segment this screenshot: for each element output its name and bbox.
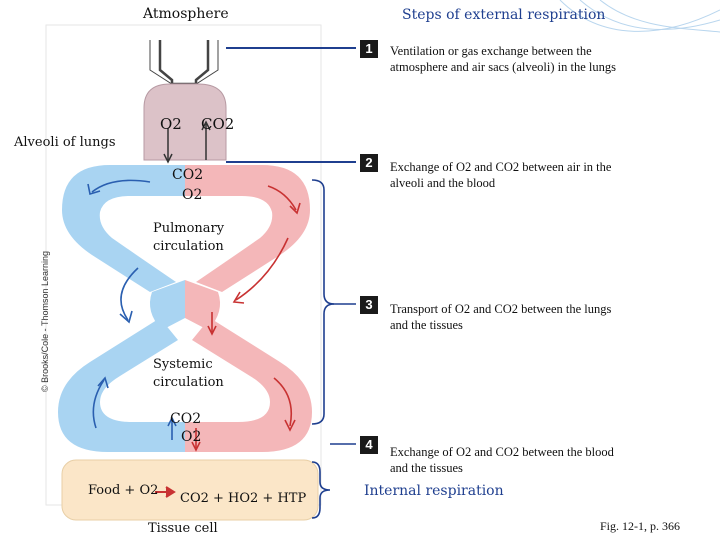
o2-top-label: O2 <box>160 115 182 133</box>
pulmonary-circulation-label: circulation <box>153 239 224 254</box>
credit-label: © Brooks/Cole - Thomson Learning <box>40 250 50 392</box>
step-1-number: 1 <box>360 40 378 58</box>
tissue-cell <box>61 459 319 521</box>
o2-lung-label: O2 <box>182 187 203 203</box>
co2-top-label: CO2 <box>201 115 235 133</box>
o2-tissue-label: O2 <box>181 429 202 445</box>
systemic-pink-path <box>185 318 312 452</box>
systemic-circulation-label: circulation <box>153 375 224 390</box>
step-2-number: 2 <box>360 154 378 172</box>
step-3-text: Transport of O2 and CO2 between the lung… <box>390 302 612 332</box>
equation-label: CO2 + HO2 + HTP <box>180 491 307 506</box>
decorative-swirl <box>559 0 720 33</box>
systemic-blue-path <box>58 318 185 452</box>
step-1-text: Ventilation or gas exchange between the … <box>390 44 616 74</box>
step-connectors <box>226 47 356 163</box>
alveoli-label: Alveoli of lungs <box>14 135 116 150</box>
step-2-text: Exchange of O2 and CO2 between air in th… <box>390 160 612 190</box>
co2-tissue-label: CO2 <box>170 411 202 427</box>
steps-title: Steps of external respiration <box>402 7 606 23</box>
food-label: Food + O2 <box>88 483 159 498</box>
step-4-number: 4 <box>360 436 378 454</box>
pulmonary-label: Pulmonary <box>153 221 225 236</box>
pulmonary-blue-path <box>62 165 185 292</box>
tissue-cell-label: Tissue cell <box>148 521 218 536</box>
pulmonary-pink-path <box>185 165 310 292</box>
figure-reference: Fig. 12-1, p. 366 <box>600 519 681 533</box>
internal-respiration-label: Internal respiration <box>364 483 504 499</box>
atmosphere-label: Atmosphere <box>143 6 229 22</box>
step-4-text: Exchange of O2 and CO2 between the blood… <box>390 445 614 475</box>
flow-arrows <box>87 179 301 452</box>
brackets <box>311 179 356 519</box>
gas-arrows-top <box>163 120 211 164</box>
systemic-label: Systemic <box>153 357 213 372</box>
step-3-number: 3 <box>360 296 378 314</box>
metabolism-arrow <box>155 486 176 498</box>
co2-lung-label: CO2 <box>172 167 204 183</box>
